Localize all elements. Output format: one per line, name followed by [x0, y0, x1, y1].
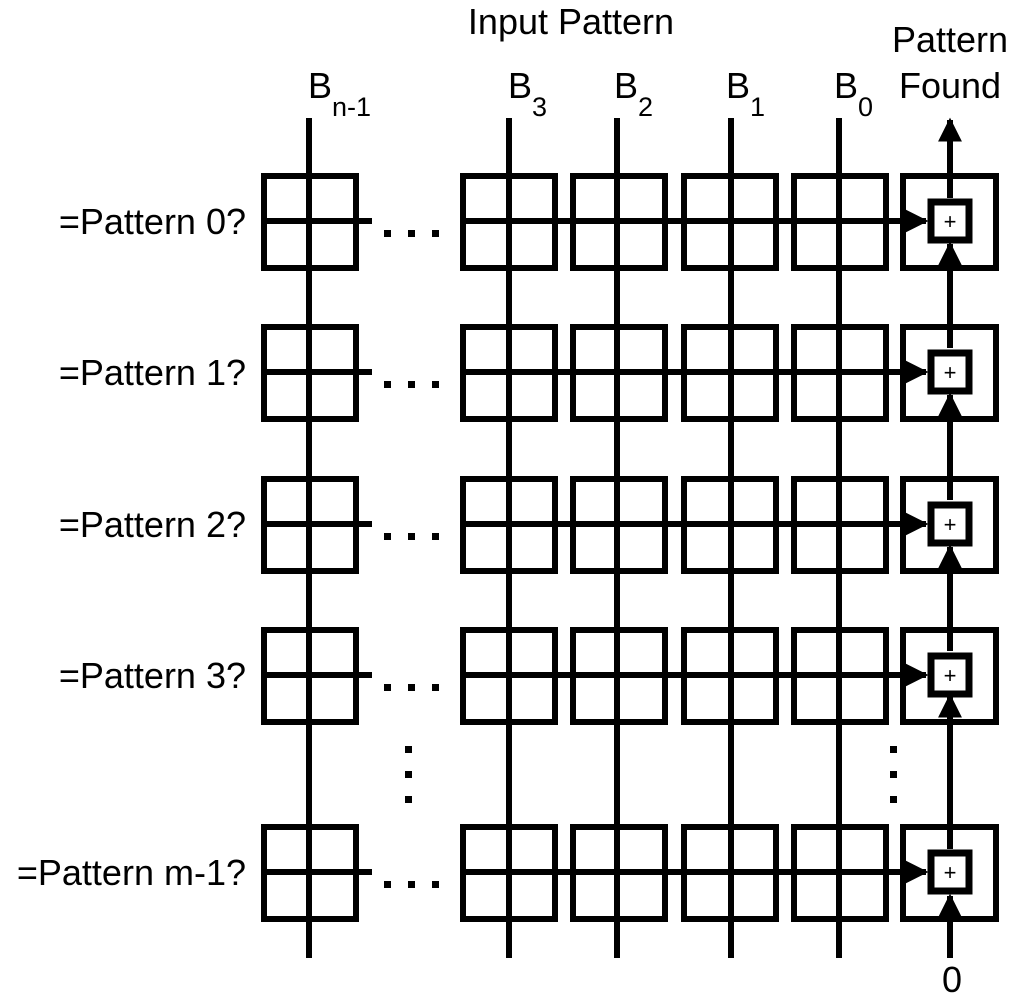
row-ellipsis-dot-2-1: [408, 533, 415, 540]
column-header-subscript-3: 1: [750, 92, 765, 122]
row-ellipsis-dot-2-2: [432, 533, 439, 540]
row-ellipsis-dot-0-1: [408, 230, 415, 237]
match-cell-r2-c3: [681, 476, 779, 574]
column-header-subscript-4: 0: [858, 92, 873, 122]
or-cell-1: [900, 324, 999, 422]
match-cell-r0-c2: [570, 173, 668, 271]
or-gate-2: [927, 501, 973, 547]
column-header-base-0: B: [308, 65, 332, 106]
or-gate-plus-4: +: [944, 860, 957, 885]
match-cell-r1-c3: [681, 324, 779, 422]
match-cell-r1-c0: [261, 324, 359, 422]
column-header-0: Bn-1: [308, 65, 371, 122]
pattern-found-label-line2: Found: [899, 65, 1001, 106]
column-header-base-4: B: [834, 65, 858, 106]
match-cell-r1-c4: [791, 324, 889, 422]
column-header-subscript-1: 3: [532, 92, 547, 122]
bottom-zero-input: 0: [942, 959, 962, 1000]
row-ellipsis-dot-4-1: [408, 881, 415, 888]
column-header-base-1: B: [508, 65, 532, 106]
match-cell-r4-c1: [460, 824, 558, 922]
or-gate-plus-3: +: [944, 663, 957, 688]
input-pattern-title: Input Pattern: [468, 1, 674, 42]
column-header-base-3: B: [726, 65, 750, 106]
vertical-ellipsis-dot-0-0: [405, 746, 412, 753]
or-cell-4: [900, 824, 999, 922]
row-ellipsis-dot-1-2: [432, 381, 439, 388]
column-header-subscript-0: n-1: [332, 92, 371, 122]
vertical-ellipsis-dot-1-0: [890, 746, 897, 753]
match-cell-r3-c1: [460, 627, 558, 725]
match-cell-r4-c2: [570, 824, 668, 922]
row-ellipsis-dot-3-0: [384, 684, 391, 691]
or-gate-plus-2: +: [944, 512, 957, 537]
row-label-1: =Pattern 1?: [59, 352, 246, 393]
or-gate-1: [927, 349, 973, 395]
or-gate-3: [927, 652, 973, 698]
row-label-2: =Pattern 2?: [59, 504, 246, 545]
or-gate-plus-0: +: [944, 209, 957, 234]
match-cell-r2-c0: [261, 476, 359, 574]
column-header-1: B3: [508, 65, 547, 122]
or-cell-0: [900, 173, 999, 271]
row-ellipsis-dot-0-2: [432, 230, 439, 237]
row-label-3: =Pattern 3?: [59, 655, 246, 696]
match-cell-r1-c1: [460, 324, 558, 422]
vertical-ellipsis-dot-1-2: [890, 796, 897, 803]
match-cell-r0-c3: [681, 173, 779, 271]
match-cell-r3-c2: [570, 627, 668, 725]
row-ellipsis-dot-4-0: [384, 881, 391, 888]
or-cell-2: [900, 476, 999, 574]
labels-layer: =Pattern 0? =Pattern 1? =Pattern 2? =Patter…: [17, 65, 873, 893]
row-ellipsis-dot-4-2: [432, 881, 439, 888]
row-ellipsis-dot-0-0: [384, 230, 391, 237]
match-cell-r0-c1: [460, 173, 558, 271]
or-gate-0: [927, 198, 973, 244]
row-label-4: =Pattern m-1?: [17, 852, 246, 893]
match-cell-r3-c4: [791, 627, 889, 725]
match-cell-r3-c3: [681, 627, 779, 725]
match-cell-r2-c1: [460, 476, 558, 574]
vertical-ellipsis-dot-0-1: [405, 771, 412, 778]
match-cell-r0-c0: [261, 173, 359, 271]
wires-layer: [264, 117, 962, 958]
row-label-0: =Pattern 0?: [59, 201, 246, 242]
pattern-found-label-line1: Pattern: [892, 19, 1008, 60]
match-cell-r3-c0: [261, 627, 359, 725]
row-ellipsis-dot-1-0: [384, 381, 391, 388]
or-gate-4: [927, 849, 973, 895]
row-ellipsis-dot-1-1: [408, 381, 415, 388]
match-cell-r2-c2: [570, 476, 668, 574]
column-header-4: B0: [834, 65, 873, 122]
match-cell-r4-c3: [681, 824, 779, 922]
match-cell-r4-c4: [791, 824, 889, 922]
row-ellipsis-dot-3-2: [432, 684, 439, 691]
or-gate-plus-1: +: [944, 360, 957, 385]
column-header-base-2: B: [614, 65, 638, 106]
match-cell-r4-c0: [261, 824, 359, 922]
column-header-subscript-2: 2: [638, 92, 653, 122]
cells-layer: + + + + +: [261, 173, 999, 922]
match-cell-r2-c4: [791, 476, 889, 574]
column-header-2: B2: [614, 65, 653, 122]
column-header-3: B1: [726, 65, 765, 122]
vertical-ellipsis-dot-1-1: [890, 771, 897, 778]
vertical-ellipsis-dot-0-2: [405, 796, 412, 803]
row-ellipsis-dot-2-0: [384, 533, 391, 540]
row-ellipsis-dot-3-1: [408, 684, 415, 691]
match-cell-r1-c2: [570, 324, 668, 422]
or-cell-3: [900, 627, 999, 725]
match-cell-r0-c4: [791, 173, 889, 271]
